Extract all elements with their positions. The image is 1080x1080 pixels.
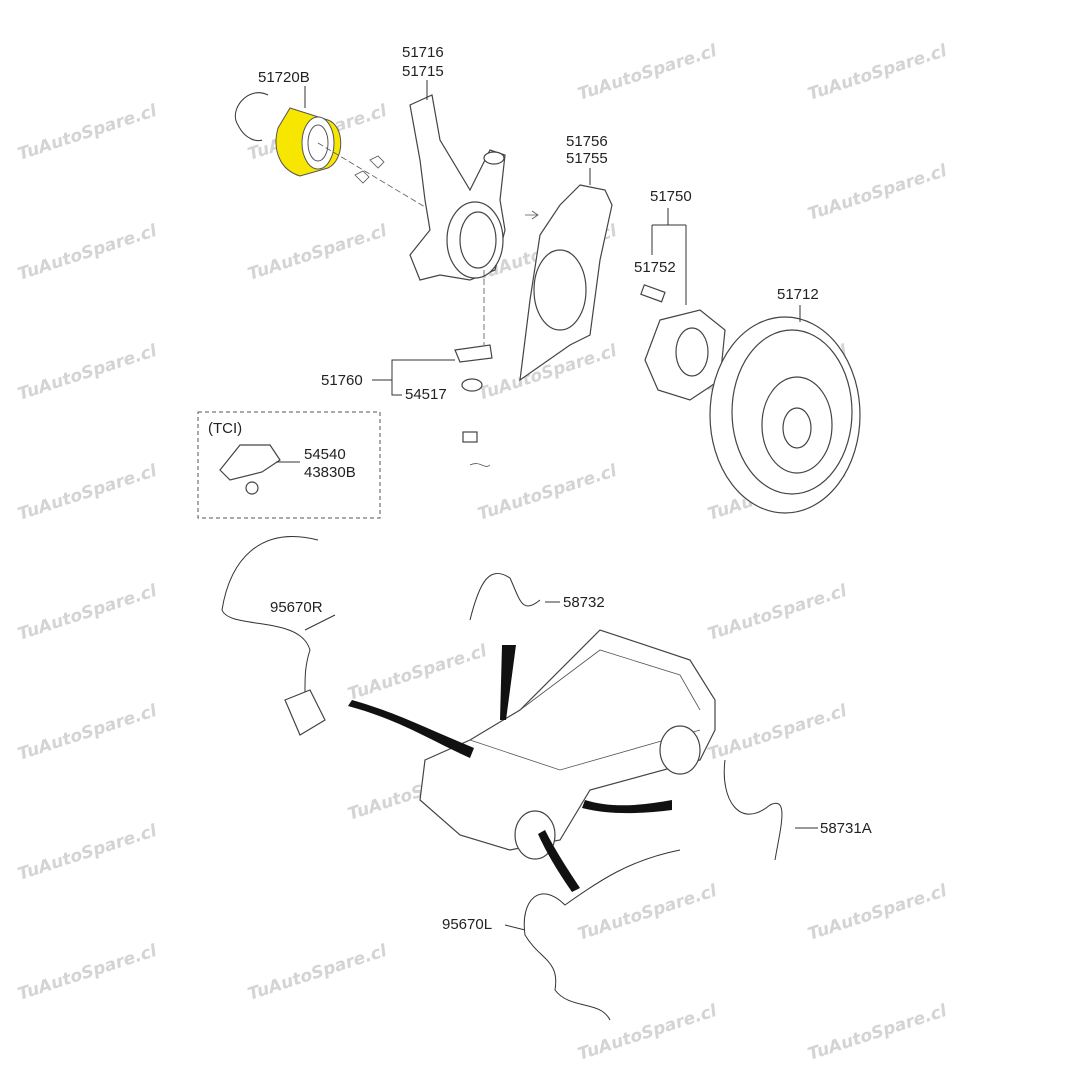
label-51760[interactable]: 51760 xyxy=(321,372,363,389)
label-tci: (TCI) xyxy=(208,420,242,437)
brake-hose-l[interactable] xyxy=(723,759,783,861)
tci-ball-joint[interactable] xyxy=(219,444,281,495)
wheel-hub[interactable] xyxy=(644,309,726,401)
label-58732[interactable]: 58732 xyxy=(563,594,605,611)
label-43830B[interactable]: 43830B xyxy=(304,464,356,481)
label-54517[interactable]: 54517 xyxy=(405,386,447,403)
wheel-speed-sensor-r[interactable] xyxy=(221,536,319,721)
vehicle-illustration xyxy=(348,629,716,892)
label-58731A[interactable]: 58731A xyxy=(820,820,872,837)
label-51712[interactable]: 51712 xyxy=(777,286,819,303)
label-51720B[interactable]: 51720B xyxy=(258,69,310,86)
dust-cover[interactable] xyxy=(519,184,613,382)
label-51756[interactable]: 51756 xyxy=(566,133,608,150)
label-95670R[interactable]: 95670R xyxy=(270,599,323,616)
label-54540[interactable]: 54540 xyxy=(304,446,346,463)
ball-joint[interactable] xyxy=(454,344,493,443)
label-51716[interactable]: 51716 xyxy=(402,44,444,61)
wheel-speed-sensor-l[interactable] xyxy=(523,849,681,1021)
label-51750[interactable]: 51750 xyxy=(650,188,692,205)
brake-hose-r[interactable] xyxy=(469,573,541,621)
label-51752[interactable]: 51752 xyxy=(634,259,676,276)
hub-bolt[interactable] xyxy=(640,284,666,303)
wheel-bearing-51720B[interactable] xyxy=(275,107,342,177)
label-51755[interactable]: 51755 xyxy=(566,150,608,167)
label-51715[interactable]: 51715 xyxy=(402,63,444,80)
steering-knuckle[interactable] xyxy=(409,94,506,281)
snap-ring[interactable] xyxy=(234,92,269,142)
brake-disc[interactable] xyxy=(709,316,861,514)
label-95670L[interactable]: 95670L xyxy=(442,916,492,933)
tci-box xyxy=(197,411,381,519)
